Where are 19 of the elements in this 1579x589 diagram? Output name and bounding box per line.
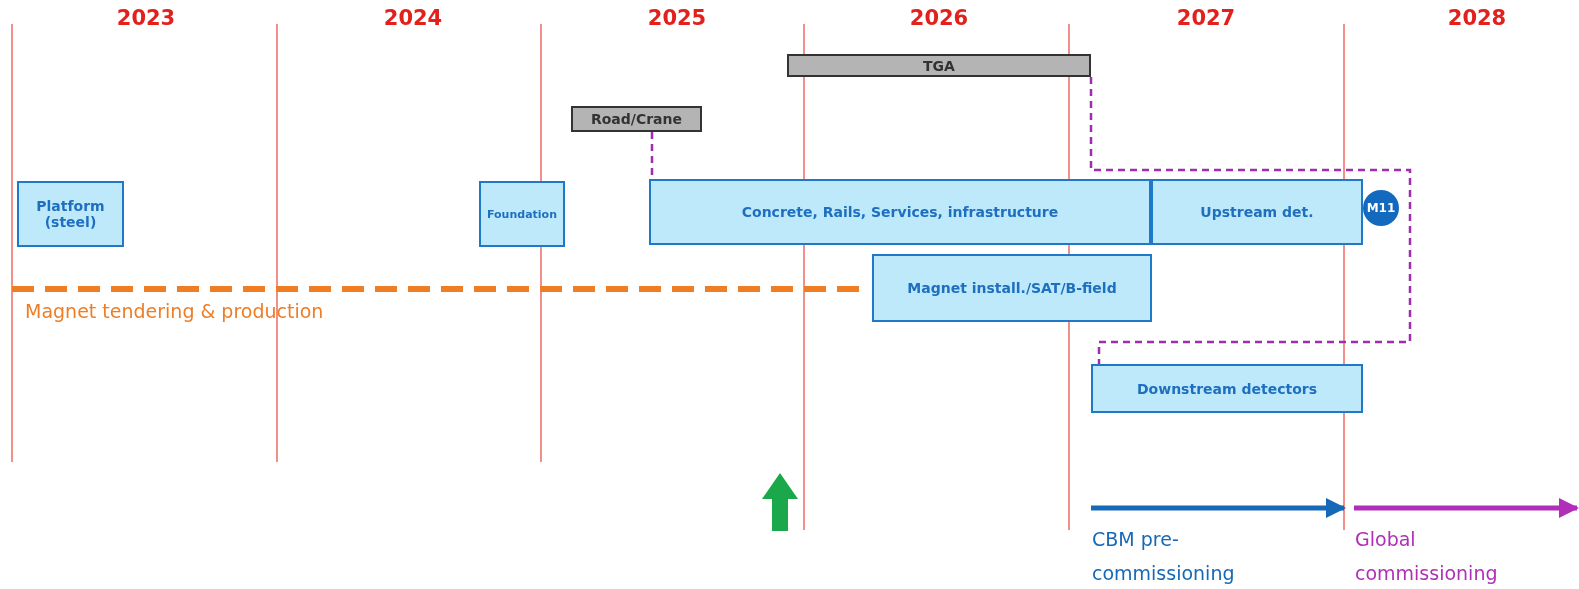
- task-box: Foundation: [479, 181, 565, 247]
- year-label: 2024: [383, 6, 443, 30]
- milestone-circle: M11: [1363, 190, 1399, 226]
- task-box: Magnet install./SAT/B-field: [872, 254, 1152, 322]
- task-box: Platform (steel): [17, 181, 124, 247]
- year-label: 2025: [647, 6, 707, 30]
- task-box: Concrete, Rails, Services, infrastructure: [649, 179, 1151, 245]
- task-box: Upstream det.: [1151, 179, 1363, 245]
- dashed-connector: [1089, 77, 1412, 364]
- task-bar: TGA: [787, 54, 1091, 77]
- year-label: 2027: [1176, 6, 1236, 30]
- year-label: 2028: [1447, 6, 1507, 30]
- period-label: Global commissioning: [1355, 527, 1499, 586]
- task-box: Downstream detectors: [1091, 364, 1363, 413]
- task-bar: Road/Crane: [571, 106, 702, 132]
- period-label: CBM pre-commissioning: [1092, 527, 1236, 586]
- timeline-label: Magnet tendering & production: [25, 300, 324, 322]
- year-label: 2026: [909, 6, 969, 30]
- year-label: 2023: [116, 6, 176, 30]
